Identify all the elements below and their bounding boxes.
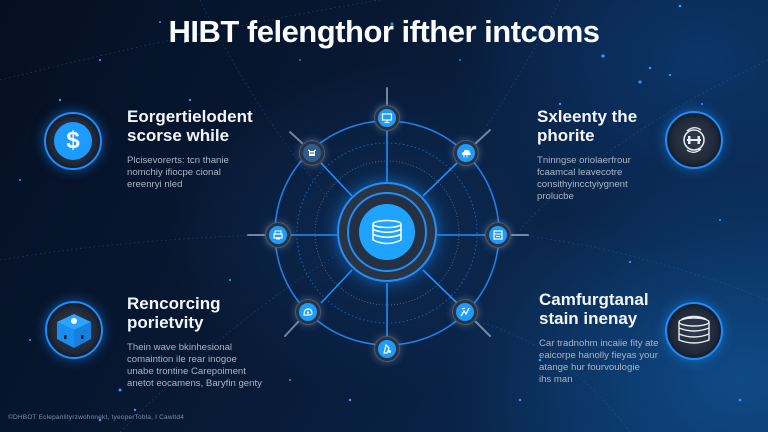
page-title: HIBT felengthor ifther intcoms (168, 14, 600, 49)
footer-copyright: ©DHBOT Eclepanlityrzwohnnekt, tyeoperTob… (8, 414, 185, 421)
database-icon (372, 219, 402, 245)
gear-icon (303, 308, 313, 316)
hub-node-chart[interactable] (452, 299, 478, 325)
dollar-icon: $ (54, 122, 92, 160)
hub-node-robot[interactable] (299, 140, 325, 166)
box-icon (57, 314, 91, 348)
document-icon (383, 343, 391, 354)
feature-4-badge (665, 302, 723, 360)
server-icon (493, 230, 503, 240)
dumbbell-icon (683, 127, 705, 153)
printer-icon (273, 230, 283, 240)
coin-stack-icon (678, 315, 710, 344)
chart-icon (460, 307, 470, 317)
cloud-icon (461, 149, 471, 158)
hub-node-document[interactable] (374, 336, 400, 362)
hub-node-monitor[interactable] (374, 105, 400, 131)
hub-node-server[interactable] (485, 222, 511, 248)
hub-center (337, 182, 437, 282)
robot-icon (307, 149, 317, 156)
feature-2-badge (665, 111, 723, 169)
monitor-icon (381, 113, 393, 124)
feature-1-badge: $ (44, 112, 102, 170)
hub-node-printer[interactable] (265, 222, 291, 248)
hub-node-gear[interactable] (295, 299, 321, 325)
feature-3-badge (45, 301, 103, 359)
hub-node-cloud[interactable] (453, 140, 479, 166)
